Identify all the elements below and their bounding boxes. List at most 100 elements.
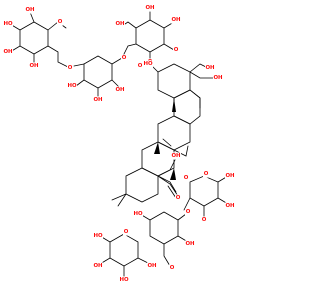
- atom-label-o-glc-3: O: [173, 46, 179, 54]
- atom-label-background: [183, 174, 189, 182]
- atom-label-background: [145, 4, 155, 12]
- atom-label-o-xyl: O: [123, 228, 129, 236]
- atom-label-text: HO: [133, 211, 143, 217]
- atom-label-text: OH: [3, 49, 13, 55]
- atom-label-ho-xyl-1: HO: [93, 232, 103, 240]
- atom-label-text: O: [174, 47, 179, 53]
- atom-label-text: OH: [145, 5, 155, 11]
- atom-label-text: O: [138, 63, 143, 69]
- atom-label-text: OH: [93, 97, 103, 103]
- atom-label-oh-glc-2: OH: [3, 48, 13, 56]
- atom-label-background: [25, 6, 35, 14]
- atom-label-text: OH: [205, 65, 215, 71]
- atom-label-text: O: [204, 171, 209, 177]
- atom-label-oh-glc-1: OH: [25, 6, 35, 14]
- atom-label-background: [93, 232, 103, 240]
- atom-label-o-rha: O: [185, 208, 191, 216]
- atom-label-text: HO: [67, 83, 77, 89]
- atom-label-background: [213, 74, 223, 82]
- atom-label-text: O: [176, 195, 181, 201]
- atom-label-background: [143, 60, 153, 68]
- atom-label-text: OH: [29, 63, 39, 69]
- atom-label-oh-glc-3: OH: [29, 62, 39, 70]
- atom-label-background: [119, 276, 129, 284]
- atom-label-text: O: [202, 217, 207, 223]
- atom-label-text: OH: [171, 17, 181, 23]
- atom-label-oh-c24: OH: [213, 74, 223, 82]
- atom-label-background: [133, 210, 143, 218]
- atom-label-text: OH: [115, 87, 125, 93]
- atom-label-background: [147, 262, 157, 270]
- atom-label-oh-glc-2b: OH: [115, 86, 125, 94]
- atom-label-oh-ara-1: OH: [225, 172, 235, 180]
- stereo-wedge-3: [170, 168, 176, 180]
- atom-label-ho-rha-1: HO: [133, 210, 143, 218]
- atom-label-background: [115, 20, 125, 28]
- atom-label-background: [185, 240, 195, 248]
- atom-label-background: [123, 228, 129, 236]
- atom-label-background: [29, 62, 39, 70]
- atom-label-o-ester-2: O: [183, 174, 189, 182]
- atom-label-background: [137, 62, 143, 70]
- atom-label-o-link-5: O: [169, 264, 175, 272]
- atom-label-o-ester-1: O: [175, 194, 181, 202]
- atom-label-text: O: [170, 265, 175, 271]
- atom-label-ho-glc-2a: HO: [67, 82, 77, 90]
- atom-label-oh-glc-3b: OH: [145, 4, 155, 12]
- atom-label-text: O: [58, 19, 63, 25]
- stereo-wedge-2: [154, 142, 160, 154]
- atom-label-oh-glc-3c: OH: [171, 16, 181, 24]
- atom-label-background: [93, 96, 103, 104]
- atom-label-background: [225, 172, 235, 180]
- atom-label-text: OH: [225, 203, 235, 209]
- atom-label-background: [171, 152, 181, 160]
- atom-label-background: [205, 64, 215, 72]
- atom-label-text: O: [122, 55, 127, 61]
- atom-label-text: OH: [171, 153, 181, 159]
- atom-label-background: [185, 208, 191, 216]
- atom-label-text: O: [186, 209, 191, 215]
- atom-label-text: HO: [119, 277, 129, 283]
- atom-label-oh-ara-2: OH: [225, 202, 235, 210]
- atom-label-oh-glc-2a: OH: [93, 96, 103, 104]
- atom-label-text: OH: [147, 263, 157, 269]
- atom-label-background: [121, 54, 127, 62]
- atom-label-text: O: [124, 229, 129, 235]
- atom-label-background: [57, 18, 63, 26]
- atom-label-text: HO: [93, 233, 103, 239]
- atom-label-oh-c23: OH: [205, 64, 215, 72]
- atom-label-ho-c2: HO: [143, 60, 153, 68]
- atom-label-background: [203, 170, 209, 178]
- atom-label-text: OH: [115, 21, 125, 27]
- atom-label-background: [225, 202, 235, 210]
- atom-label-background: [175, 194, 181, 202]
- atom-label-text: O: [184, 175, 189, 181]
- atom-label-o-link-2: O: [137, 62, 143, 70]
- atom-label-oh-glc-3a: OH: [115, 20, 125, 28]
- atom-label-text: OH: [213, 75, 223, 81]
- atom-label-text: OH: [225, 173, 235, 179]
- atom-label-background: [3, 48, 13, 56]
- atom-label-text: HO: [143, 61, 153, 67]
- atom-label-ho-glc-1: HO: [3, 20, 13, 28]
- atom-label-background: [3, 20, 13, 28]
- atom-label-text: OH: [25, 7, 35, 13]
- atom-label-oh-c16: OH: [171, 152, 181, 160]
- atom-labels: OHHOOHOHOOHOOHOHOOOHOHOHOOHOOHOHOHOOOOHO…: [3, 4, 235, 284]
- atom-label-background: [173, 46, 179, 54]
- atom-label-o-link-4: O: [201, 216, 207, 224]
- atom-label-ho-xyl-3: HO: [119, 276, 129, 284]
- atom-label-background: [93, 262, 103, 270]
- atom-label-o-link-1: O: [67, 64, 73, 72]
- atom-label-text: HO: [3, 21, 13, 27]
- bond-lines: [9, 9, 229, 279]
- atom-label-background: [169, 264, 175, 272]
- atom-label-oh-xyl-4: OH: [147, 262, 157, 270]
- atom-label-oh-rha-2: OH: [185, 240, 195, 248]
- atom-label-o-glc-2: O: [121, 54, 127, 62]
- atom-label-background: [115, 86, 125, 94]
- atom-label-o-ara: O: [203, 170, 209, 178]
- atom-label-background: [201, 216, 207, 224]
- atom-label-background: [171, 16, 181, 24]
- stereo-wedge-1: [172, 98, 176, 112]
